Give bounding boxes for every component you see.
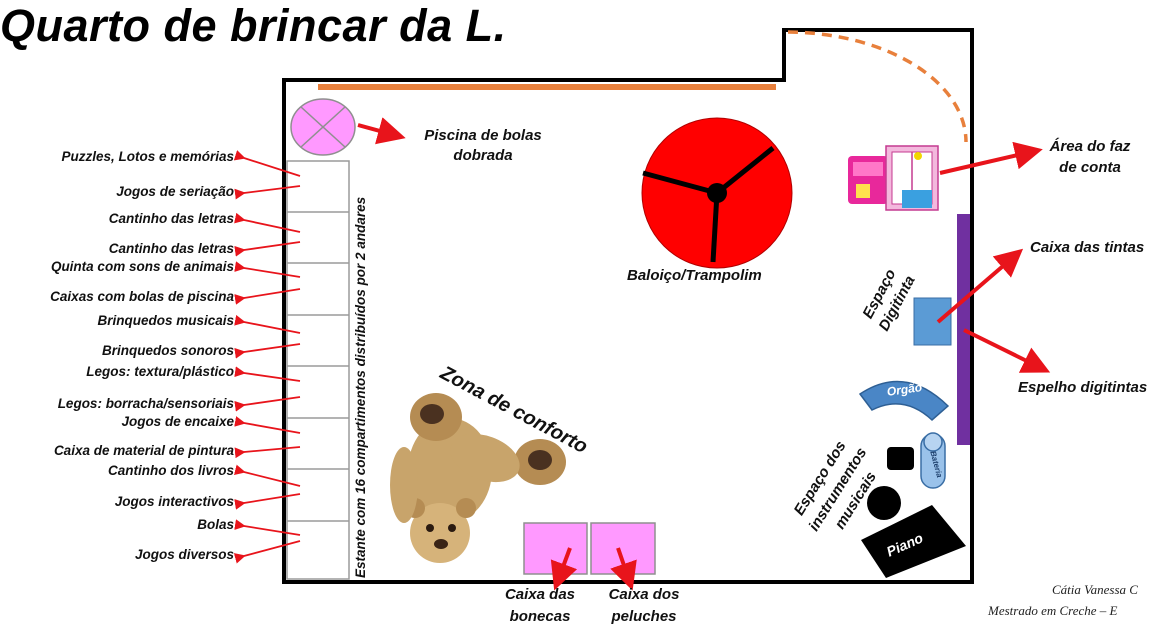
- organ-icon: [858, 380, 950, 422]
- shelf-item-label: Cantinho das letras: [108, 211, 234, 226]
- shelf-item-label: Cantinho dos livros: [107, 463, 234, 478]
- shelf-item-label: Puzzles, Lotos e memórias: [61, 149, 234, 164]
- shelf-item-label: Brinquedos sonoros: [101, 343, 234, 358]
- arrow-pretend-play: [939, 141, 1043, 175]
- arrow-ball-pool: [357, 117, 406, 145]
- shelf-label: Estante com 16 compartimentos distribuíd…: [353, 196, 368, 578]
- top-orange-bar: [318, 84, 776, 90]
- room-wall: [282, 28, 974, 584]
- ball-pool-icon: [290, 98, 356, 156]
- shelf-item-arrow: [233, 150, 301, 177]
- pretend-play-label: Área do faz de conta: [1049, 138, 1131, 176]
- shelf-item-arrow: [234, 185, 301, 200]
- mirror-bar: [957, 214, 970, 445]
- credit-course: Mestrado em Creche – E: [988, 603, 1118, 618]
- shelf-item-arrow: [234, 493, 301, 510]
- swing-label: Baloiço/Trampolim: [627, 267, 762, 284]
- shelf-item-arrow: [234, 396, 301, 412]
- arrow-paint-box: [936, 248, 1024, 324]
- shelf-item-label: Jogos diversos: [134, 547, 234, 562]
- shelf-item-label: Jogos interactivos: [114, 494, 234, 509]
- shelf-item-label: Bolas: [197, 517, 234, 532]
- shelf-item-arrow: [233, 464, 301, 487]
- shelf-item-arrow: [234, 416, 301, 434]
- shelf-item-label: Legos: textura/plástico: [86, 364, 234, 379]
- shelf-item-label: Caixa de material de pintura: [53, 443, 234, 458]
- shelf-item-arrow: [234, 343, 301, 359]
- door-arc: [787, 30, 968, 143]
- shelf-item-label: Quinta com sons de animais: [50, 259, 234, 274]
- plush-box-label: Caixa dos peluches: [608, 586, 680, 625]
- shelf-item-label: Jogos de encaixe: [121, 414, 234, 429]
- ball-pool-label: Piscina de bolas dobrada: [424, 127, 542, 164]
- stool-round: [867, 486, 901, 520]
- shelf-item-arrow: [234, 314, 301, 334]
- toy-kitchen-image: [848, 145, 939, 211]
- shelf-item-label: Jogos de seriação: [116, 184, 234, 199]
- teddy-bear-image: [390, 393, 566, 563]
- dolls-box-label: Caixa das bonecas: [504, 586, 576, 625]
- paint-box: [913, 297, 952, 346]
- shelf-item-arrow: [234, 212, 301, 233]
- paint-box-label: Caixa das tintas: [1030, 239, 1145, 256]
- shelf-item-label: Cantinho das letras: [108, 241, 234, 256]
- shelf-item-arrow: [233, 540, 301, 564]
- shelf: [286, 160, 350, 580]
- mirror-label: Espelho digitintas: [1018, 379, 1148, 396]
- shelf-item-arrow: [234, 288, 301, 305]
- piano-icon: [861, 505, 966, 578]
- shelf-item-label: Legos: borracha/sensoriais: [57, 396, 234, 411]
- shelf-item-label: Brinquedos musicais: [97, 313, 234, 328]
- shelf-item-arrow: [234, 366, 301, 382]
- arrow-mirror: [963, 328, 1051, 373]
- shelf-item-arrow: [234, 261, 301, 278]
- arrow-dolls-box: [550, 547, 578, 591]
- swing-icon: [641, 117, 793, 269]
- arrow-plush-box: [610, 547, 637, 591]
- page-title: Quarto de brincar da L.: [0, 0, 507, 51]
- credit-author: Cátia Vanessa C: [1052, 582, 1138, 597]
- shelf-item-arrow: [234, 446, 301, 459]
- shelf-item-label: Caixas com bolas de piscina: [50, 289, 234, 304]
- drum-icon: [920, 432, 946, 489]
- shelf-item-arrow: [234, 241, 301, 257]
- stool-square: [887, 447, 914, 470]
- shelf-item-arrow: [234, 519, 301, 536]
